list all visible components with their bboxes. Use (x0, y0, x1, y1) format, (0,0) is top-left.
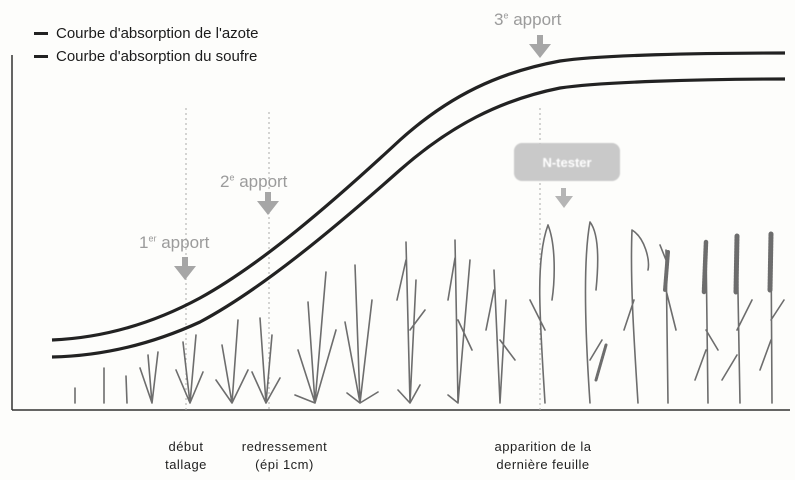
legend: Courbe d'absorption de l'azote Courbe d'… (34, 22, 259, 68)
stage-label-derniere-feuille: apparition de la dernière feuille (468, 438, 618, 474)
down-arrow-icon (529, 35, 551, 58)
stage-label-redressement: redressement (épi 1cm) (222, 438, 347, 474)
first-application-label: 1er apport (139, 233, 209, 253)
third-application-text: apport (508, 10, 561, 29)
second-application-label: 2e apport (220, 172, 287, 192)
second-application-text: apport (234, 172, 287, 191)
nitrogen-absorption-curve (52, 53, 785, 340)
stage-label-line: (épi 1cm) (222, 456, 347, 474)
third-application-label: 3e apport (494, 10, 561, 30)
stage-label-line: redressement (222, 438, 347, 456)
legend-swatch (34, 32, 48, 35)
down-arrow-icon (555, 188, 573, 208)
stage-label-line: apparition de la (468, 438, 618, 456)
legend-swatch (34, 55, 48, 58)
stage-label-tallage: début tallage (156, 438, 216, 474)
down-arrow-icon (257, 192, 279, 215)
legend-item-soufre: Courbe d'absorption du soufre (34, 45, 259, 68)
down-arrow-icon (174, 257, 196, 280)
legend-label-azote: Courbe d'absorption de l'azote (56, 25, 259, 42)
stage-label-line: dernière feuille (468, 456, 618, 474)
first-application-text: apport (156, 233, 209, 252)
legend-item-azote: Courbe d'absorption de l'azote (34, 22, 259, 45)
n-tester-logo: N-tester (514, 143, 620, 181)
legend-label-soufre: Courbe d'absorption du soufre (56, 48, 257, 65)
stage-label-line: début (156, 438, 216, 456)
stage-label-line: tallage (156, 456, 216, 474)
